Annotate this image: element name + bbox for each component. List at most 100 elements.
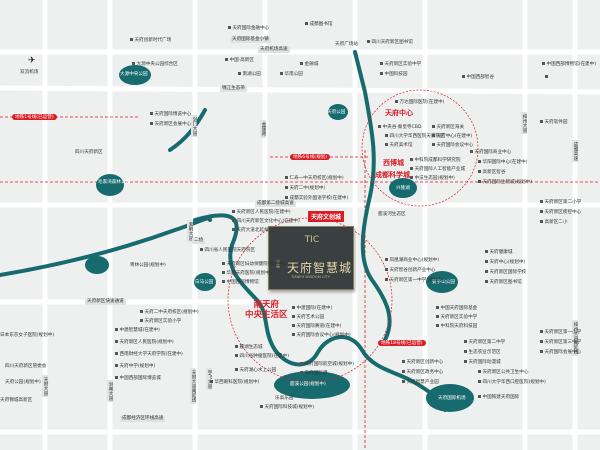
- park-shape: [85, 256, 109, 274]
- metro-label: 地铁6号线(规划): [290, 154, 331, 160]
- road-label: 天府新区快速通道: [85, 299, 126, 305]
- park-label: 白马公园: [195, 280, 214, 285]
- road-label: 紫荆大道: [187, 220, 193, 243]
- place-label: 天府新区实验中学: [380, 62, 422, 67]
- place-label: [545, 75, 550, 80]
- place-label: 中国西部博物馆(在建中): [542, 62, 597, 67]
- river: [353, 50, 392, 342]
- place-label: 天府国际动漫城: [464, 360, 501, 365]
- place-label: 中国科技园: [380, 72, 408, 77]
- park-label: 青林公园(规划中): [130, 263, 166, 268]
- project-title: 天府智慧城: [287, 261, 353, 275]
- place-label: 天府大道北延线: [232, 228, 269, 233]
- place-label: 四川天府新区: [75, 150, 103, 155]
- road-label: 成都经济区环线高速: [120, 416, 166, 422]
- transit-label: 天府广场站: [335, 42, 358, 47]
- place-label: 天府国际会展中心: [540, 350, 582, 355]
- place-label: 中国天府国际基金: [436, 306, 478, 311]
- place-label: 天府二中天府校区(规划中): [140, 310, 199, 315]
- place-label: 中国·高新区: [225, 58, 254, 63]
- place-label: 天府新区第一小学: [540, 330, 582, 335]
- road-label: 剑南大道: [107, 380, 113, 403]
- place-label: 天府国际会议中心(规划中): [292, 333, 351, 338]
- transit-label: 双流机场: [20, 70, 39, 75]
- place-label: 中国西部博物馆: [222, 280, 259, 285]
- place-label: 成都图书馆: [305, 22, 333, 27]
- place-label: 天府智谷创新产业中心: [385, 268, 436, 273]
- road-label: 梓州大道: [521, 112, 527, 135]
- place-label: 天府新区妇幼保健院(规划中): [222, 262, 286, 267]
- place-label: 天府国际博览中心: [150, 112, 192, 117]
- road-label: 天府机场高速: [258, 47, 290, 53]
- park-label: 鹿溪河生态区: [378, 212, 406, 217]
- park-shape: [96, 174, 124, 196]
- place-label: 麓湖生态城: [235, 345, 263, 350]
- place-label: 天府新区海关: [432, 125, 465, 130]
- park-shape: [119, 65, 151, 85]
- place-label: 成都实验外国语学校(在建中): [285, 196, 349, 201]
- place-label: 天府中学(规划中): [115, 364, 156, 369]
- place-label: 华西天府医院(规划中): [222, 271, 272, 276]
- place-label: 天府新区实验小学: [140, 319, 182, 324]
- place-label: 天府新区会展中心: [150, 122, 192, 127]
- place-label: 中国西部国际博览城: [115, 376, 161, 381]
- park-shape: [426, 384, 474, 412]
- road-label: 天府大道: [42, 375, 48, 398]
- place-label: 仁寿一中天府校区(规划中): [285, 176, 344, 181]
- place-label: 天府国际科技城(规划中): [260, 405, 315, 410]
- place-label: 天府新区图书馆: [485, 280, 522, 285]
- road-line: [0, 85, 600, 95]
- road-label: 剑门大道: [191, 115, 197, 138]
- place-label: 天府国际港: [300, 371, 328, 376]
- place-label: 天府国际商业中心: [470, 150, 512, 155]
- airplane-icon: ✈: [28, 56, 36, 66]
- place-label: 天府新区第二中学: [464, 340, 506, 345]
- place-label: 天府新区创新中心: [402, 360, 444, 365]
- place-label: 中科院天府科技园: [436, 324, 478, 329]
- place-label: 中科院成都科学研究院: [410, 158, 461, 163]
- place-label: 大源中央公园综合区: [132, 62, 178, 67]
- park-label: 天府公园: [327, 110, 346, 115]
- place-label: 四川省人民医院天府院区: [200, 248, 256, 253]
- park-label: 兴隆湖: [396, 186, 410, 191]
- place-label: 天府湖心水上公园: [235, 368, 277, 373]
- place-label: 天府健康城: [485, 250, 513, 255]
- center-zone-title-line2: 中央生活区: [245, 310, 288, 320]
- place-label: 四川天府新区文化中心(在建中): [232, 219, 300, 224]
- river: [168, 108, 207, 152]
- place-label: 凤凰湖商业中心(规划中): [385, 258, 440, 263]
- road-label: 锦江生态带: [220, 86, 247, 92]
- place-label: 四川天府新区图书馆: [367, 40, 413, 45]
- metro-label: 地铁18号线(已运营): [378, 340, 426, 346]
- zone-label: 天府中心: [385, 109, 413, 117]
- park-label: 鹿溪公园(规划中): [290, 382, 326, 387]
- place-label: 天府国际航空城(规划中): [300, 362, 355, 367]
- place-label: 天府新区第二小学: [540, 200, 582, 205]
- park-label: 毛家湾森林公园: [98, 180, 131, 185]
- project-logo: TIC: [304, 235, 320, 245]
- place-label: 天府国际金融中心: [228, 26, 270, 31]
- place-label: 天府国际人工智能产业城: [410, 167, 466, 172]
- road-label: 成雅高速: [572, 140, 578, 163]
- place-label: 天府创新时代广场: [130, 38, 172, 43]
- park-shape: [328, 104, 348, 120]
- place-label: 天府二中(规划中): [285, 186, 326, 191]
- park-label: 乐高乐园: [275, 396, 294, 401]
- place-label: 天府新区政务中心: [402, 370, 444, 375]
- place-label: 天府中心(在建中): [432, 134, 473, 139]
- project-subtitle: TIANFU WISDOM CITY: [291, 275, 330, 279]
- place-label: 天府国际赛道(在建中): [292, 324, 342, 329]
- place-label: 天府新区第三中学: [540, 340, 582, 345]
- road-label: 天府国际基金小镇: [230, 37, 271, 43]
- metro-label: 地铁1号线(已运营): [12, 114, 57, 120]
- place-label: 天府新区公共卫生中心: [478, 370, 529, 375]
- place-label: 金融城: [300, 62, 319, 67]
- place-label: 中国铁建天府国际: [478, 395, 520, 400]
- road-label: 二绕: [192, 238, 206, 244]
- place-label: 天府新区人民医院(规划中): [115, 340, 174, 345]
- place-label: 天府艺术公园: [292, 315, 325, 320]
- place-label: 天府新区人民医院(在建中): [232, 210, 291, 215]
- place-label: 中法生态园(规划中): [410, 176, 455, 181]
- lake-shape: [389, 178, 417, 198]
- place-label: 西南财经大学天府学院(在建中): [115, 352, 183, 357]
